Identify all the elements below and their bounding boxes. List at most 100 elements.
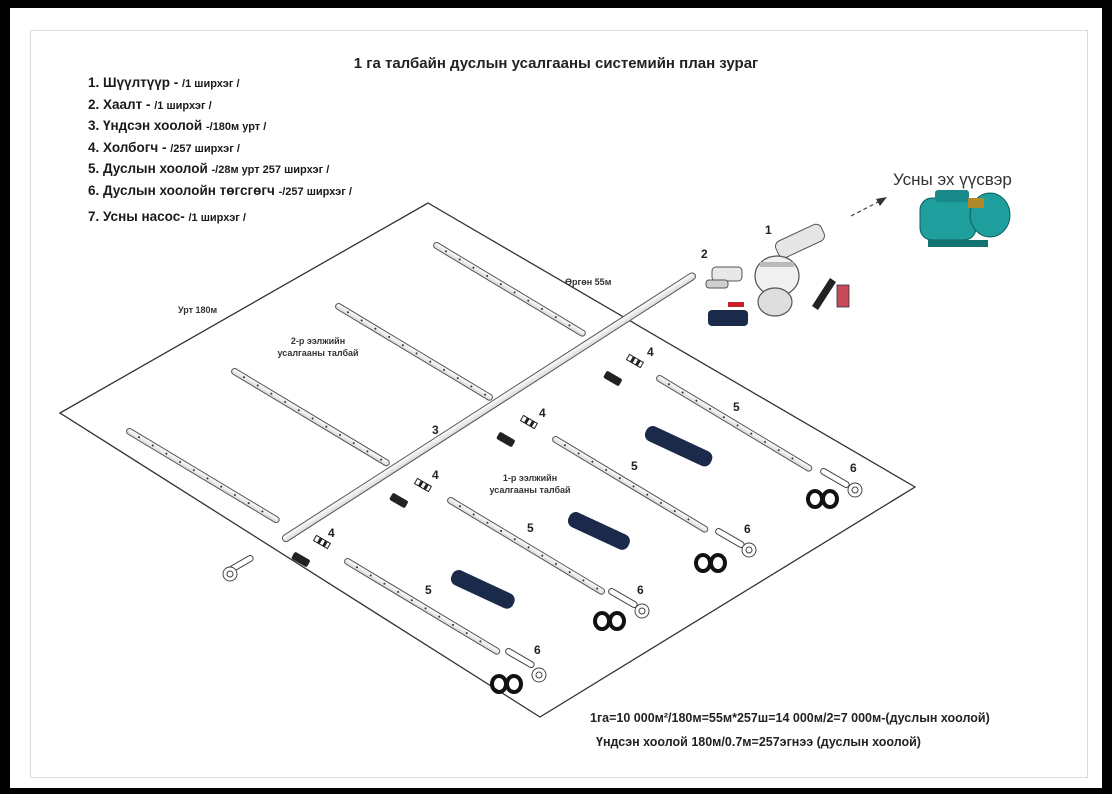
emitter-dot (284, 400, 287, 403)
page-title: 1 га талбайн дуслын усалгааны системийн … (353, 55, 759, 72)
component-numbers: 4 4 4 4 5 5 5 5 6 6 6 6 1 2 (328, 223, 857, 657)
emitter-dot (270, 392, 273, 395)
emitter-dot (513, 291, 516, 294)
emitter-dot (484, 393, 487, 396)
emitter-dot (438, 615, 441, 618)
emitter-dot (352, 442, 355, 445)
num-drip-pipe: 5 (631, 459, 638, 473)
emitter-dot (709, 407, 712, 410)
emitter-dot (736, 424, 739, 427)
emitter-dot (388, 335, 391, 338)
emitter-dot (179, 460, 182, 463)
end-cap-pieces (222, 468, 863, 683)
drawing-border (30, 30, 1088, 778)
emitter-dot (366, 450, 369, 453)
zone1-drip-lines (344, 375, 813, 655)
legend-item-drip-pipe: 5. Дуслын хоолой -/28м урт 257 ширхэг / (88, 161, 330, 176)
emitter-dot (410, 599, 413, 602)
emitter-dot (297, 409, 300, 412)
legend-item-valve: 2. Хаалт - /1 ширхэг / (88, 96, 212, 112)
emitter-dot (568, 571, 571, 574)
legend-item-filter: 1. Шүүлтүүр - /1 ширхэг / (88, 75, 240, 90)
emitter-dot (424, 607, 427, 610)
emitter-dot (555, 562, 558, 565)
emitter-dot (380, 458, 383, 461)
legend-item-connector: 4. Холбогч - /257 ширхэг / (88, 139, 240, 155)
connector-icon (291, 552, 310, 567)
arrow-head-icon (876, 197, 887, 206)
emitter-dot (541, 307, 544, 310)
emitter-dot (443, 368, 446, 371)
connector-icon (496, 432, 515, 447)
emitter-dot (791, 457, 794, 460)
end-cap-icon (715, 528, 757, 558)
emitter-dot (151, 444, 154, 447)
emitter-dot (452, 623, 455, 626)
num-connector: 4 (328, 526, 335, 540)
drip-line (231, 368, 390, 467)
emitter-dot (261, 510, 264, 513)
emitter-dot (591, 460, 594, 463)
length-label: Урт 180м (178, 305, 218, 315)
main-pipe-number: 3 (432, 423, 439, 437)
emitter-dot (554, 316, 557, 319)
emitter-dot (673, 510, 676, 513)
emitter-dot (415, 352, 418, 355)
legend-item-main-pipe: 3. Үндсэн хоолой -/180м урт / (88, 118, 267, 133)
emitter-dot (339, 433, 342, 436)
ring-pair-icon (694, 553, 727, 573)
emitter-dot (513, 538, 516, 541)
emitter-dot (472, 513, 475, 516)
connector-icon (312, 534, 332, 550)
emitter-dot (596, 587, 599, 590)
emitter-dot (458, 258, 461, 261)
emitter-dot (486, 521, 489, 524)
emitter-dot (192, 469, 195, 472)
pipe-roll (644, 426, 713, 467)
pipe-roll (567, 512, 630, 550)
emitter-dot (465, 632, 468, 635)
legend-item-end-cap: 6. Дуслын хоолойн төгсгөгч -/257 ширхэг … (88, 182, 352, 198)
emitter-dot (325, 425, 328, 428)
emitter-dot (472, 266, 475, 269)
emitter-dot (369, 574, 372, 577)
drip-pipe-rolls (450, 426, 713, 609)
end-cap-icon (222, 555, 254, 582)
pipe-roll (450, 570, 515, 609)
emitter-dot (206, 477, 209, 480)
emitter-dot (383, 582, 386, 585)
emitter-dot (695, 399, 698, 402)
emitter-dot (568, 324, 571, 327)
connector-icon (413, 477, 433, 493)
emitter-dot (687, 518, 690, 521)
emitter-dot (479, 640, 482, 643)
emitter-dot (722, 416, 725, 419)
emitter-dot (256, 384, 259, 387)
ring-pair-icon (490, 674, 523, 694)
emitter-dot (582, 579, 585, 582)
connector-icon (603, 371, 622, 386)
num-connector: 4 (539, 406, 546, 420)
drip-line (447, 497, 605, 595)
drip-line (656, 375, 813, 472)
zone2-drip-lines (126, 242, 586, 524)
connector-icon (389, 493, 408, 508)
num-drip-pipe: 5 (733, 400, 740, 414)
emitter-dot (234, 493, 237, 496)
emitter-dot (374, 327, 377, 330)
ring-pair-icon (593, 611, 626, 631)
emitter-dot (486, 274, 489, 277)
emitter-dot (777, 449, 780, 452)
emitter-dot (541, 554, 544, 557)
end-cap-icon (608, 588, 650, 619)
emitter-dot (618, 477, 621, 480)
end-cap-icon (505, 648, 547, 683)
emitter-dot (401, 344, 404, 347)
num-filter: 1 (765, 223, 772, 237)
emitter-dot (577, 452, 580, 455)
num-drip-pipe: 5 (425, 583, 432, 597)
emitter-dot (360, 319, 363, 322)
emitter-dot (500, 529, 503, 532)
drip-line (126, 428, 280, 524)
